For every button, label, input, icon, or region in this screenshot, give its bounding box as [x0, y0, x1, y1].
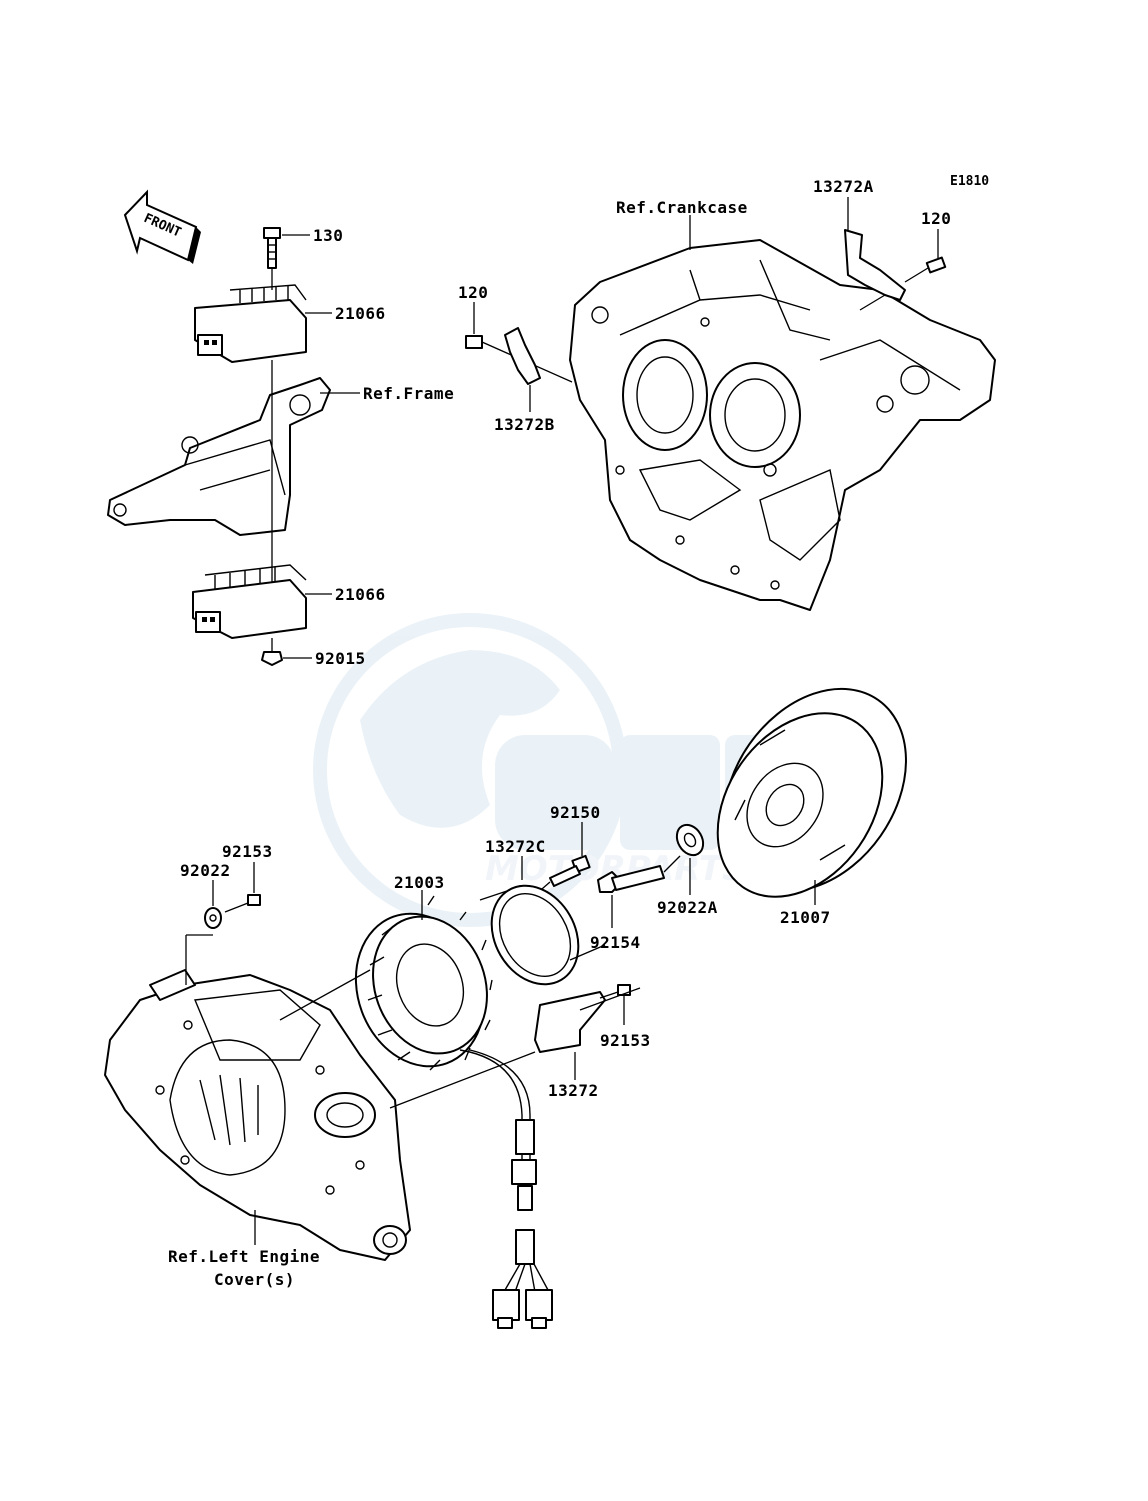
label-120-left: 120 [458, 283, 488, 302]
label-13272: 13272 [548, 1081, 599, 1100]
front-arrow-icon: FRONT [123, 189, 201, 264]
label-92022: 92022 [180, 861, 231, 880]
stator-21003 [354, 895, 493, 1071]
label-21066-top: 21066 [335, 304, 386, 323]
bolt-92153-top [224, 894, 261, 913]
left-engine-cover [104, 969, 411, 1261]
label-ref-crankcase: Ref.Crankcase [616, 198, 748, 217]
bracket-13272A [844, 229, 906, 301]
watermark: MOTORPARTS [313, 613, 815, 927]
label-21003: 21003 [394, 873, 445, 892]
bracket-13272B [504, 327, 541, 385]
washer-92022A [675, 823, 705, 857]
regulator-21066-bottom [192, 564, 307, 639]
label-130: 130 [313, 226, 343, 245]
crankcase [569, 239, 996, 611]
bolt-92154 [597, 855, 681, 893]
bolt-120-left [465, 335, 573, 383]
washer-92022 [204, 907, 222, 929]
nut-92015 [261, 638, 283, 666]
label-13272C: 13272C [485, 837, 546, 856]
bolt-92153-bottom [599, 984, 631, 999]
label-92022A: 92022A [657, 898, 718, 917]
bolt-92150 [534, 854, 591, 896]
rotor-21007 [716, 687, 907, 898]
bolt-130 [263, 227, 281, 269]
label-92154: 92154 [590, 933, 641, 952]
label-92153-bottom: 92153 [600, 1031, 651, 1050]
label-92015: 92015 [315, 649, 366, 668]
wire-harness [459, 1049, 553, 1329]
label-92153-top: 92153 [222, 842, 273, 861]
cover-13272 [534, 991, 606, 1053]
regulator-21066-top [194, 284, 307, 363]
label-120-right: 120 [921, 209, 951, 228]
label-13272B: 13272B [494, 415, 555, 434]
label-21007: 21007 [780, 908, 831, 927]
diagram-code: E1810 [950, 174, 989, 189]
label-ref-left-cover-1: Ref.Left Engine [168, 1247, 320, 1266]
assembly-lines [185, 889, 641, 1109]
bolt-120-right [904, 256, 947, 283]
label-ref-frame: Ref.Frame [363, 384, 454, 403]
frame-bracket [107, 377, 331, 536]
label-13272A: 13272A [813, 177, 874, 196]
label-92150: 92150 [550, 803, 601, 822]
label-21066-bottom: 21066 [335, 585, 386, 604]
label-ref-left-cover-2: Cover(s) [214, 1270, 295, 1289]
